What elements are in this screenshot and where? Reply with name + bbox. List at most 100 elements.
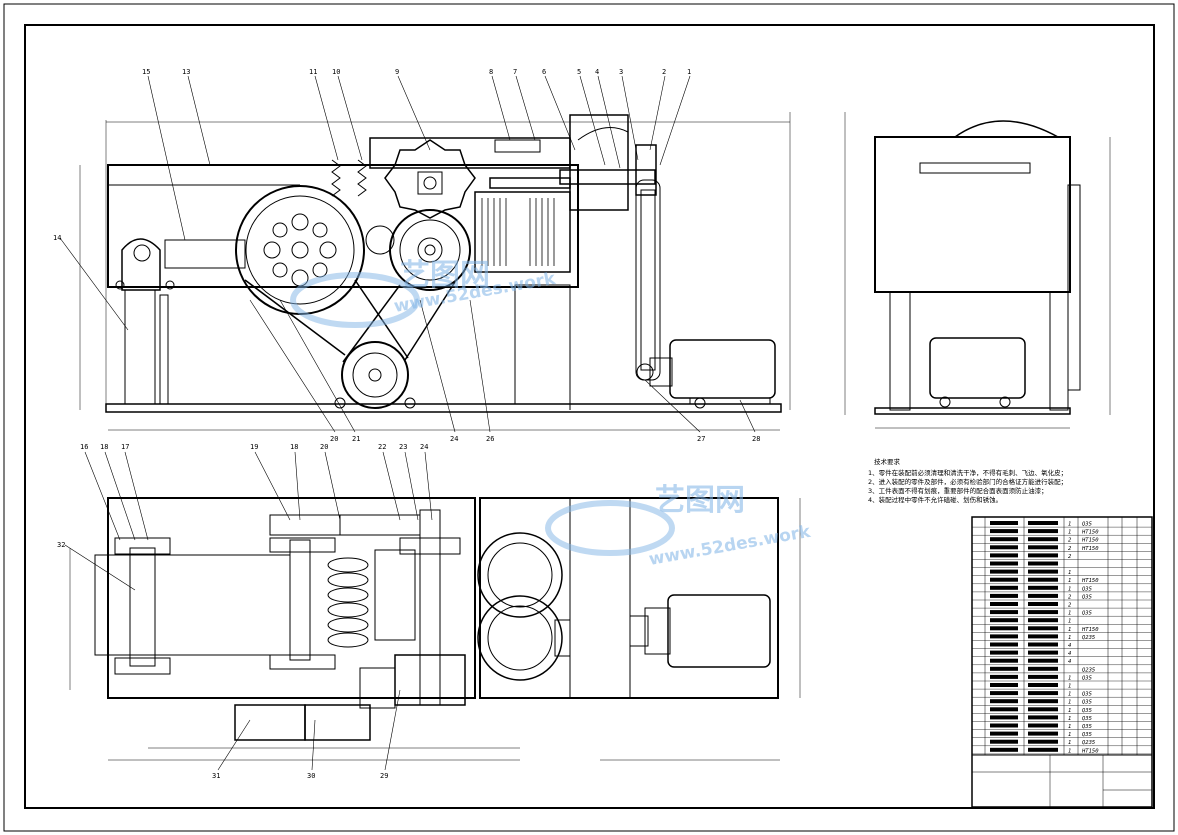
outer-frame — [3, 3, 1175, 832]
table-row-redacted — [1028, 537, 1058, 542]
table-cell-qty: 1 — [1068, 635, 1071, 641]
table-cell-material: HT150 — [1081, 748, 1099, 754]
table-cell-material: HT150 — [1081, 627, 1099, 633]
balloon-30: 30 — [307, 772, 315, 780]
table-row-redacted — [1028, 521, 1058, 525]
table-row-redacted — [990, 602, 1018, 606]
watermark-1: 艺图网 www.52des.work — [290, 258, 558, 328]
side-view — [844, 112, 1111, 429]
table-cell-qty: 1 — [1068, 578, 1071, 584]
table-cell-material: HT150 — [1081, 546, 1099, 552]
table-cell-qty: 4 — [1068, 643, 1071, 649]
table-cell-material: Q35 — [1082, 522, 1092, 528]
balloon-18b: 18 — [290, 443, 298, 451]
balloon-26: 26 — [486, 435, 494, 443]
table-cell-qty: 1 — [1068, 740, 1071, 746]
table-cell-qty: 1 — [1068, 732, 1071, 738]
table-cell-material: Q35 — [1082, 692, 1092, 698]
watermark-brand: 艺图网 — [400, 258, 490, 293]
table-cell-material: Q35 — [1082, 675, 1092, 681]
table-row-redacted — [990, 561, 1018, 566]
table-cell-qty: 2 — [1068, 538, 1072, 544]
table-row-redacted — [990, 707, 1018, 712]
tech-line: 3、工件表面不得有划痕，重要部件的配合面表面须防止油漆； — [868, 487, 1048, 495]
front-leaders — [59, 75, 756, 433]
table-row-redacted — [1028, 642, 1058, 647]
table-row-redacted — [990, 537, 1018, 542]
table-row-redacted — [1028, 707, 1058, 712]
table-row-redacted — [990, 626, 1018, 631]
table-row-redacted — [990, 593, 1018, 598]
balloon-22: 22 — [378, 443, 386, 451]
balloon-24: 24 — [450, 435, 458, 443]
table-cell-qty: 2 — [1068, 546, 1072, 552]
table-cell-material: HT150 — [1081, 578, 1099, 584]
balloon-8: 8 — [489, 68, 493, 76]
table-cell-qty: 4 — [1068, 651, 1071, 657]
balloon-2: 2 — [662, 68, 666, 76]
balloon-13: 13 — [182, 68, 190, 76]
balloon-15: 15 — [142, 68, 150, 76]
table-row-redacted — [1028, 650, 1058, 655]
front-view — [79, 112, 791, 431]
table-row-redacted — [990, 577, 1018, 582]
table-cell-qty: 1 — [1068, 627, 1071, 633]
table-row-redacted — [990, 521, 1018, 525]
inner-frame — [24, 24, 1155, 809]
watermark-globe-icon — [290, 272, 420, 328]
table-cell-material: Q35 — [1082, 732, 1092, 738]
tech-line: 1、零件在装配前必须清理和清洗干净，不得有毛刺、飞边、氧化皮； — [868, 469, 1068, 477]
table-row-redacted — [990, 642, 1018, 647]
table-row-redacted — [990, 715, 1018, 720]
table-cell-material: Q35 — [1082, 700, 1092, 706]
plan-leaders — [64, 451, 433, 771]
table-row-redacted — [990, 618, 1018, 623]
table-row-redacted — [990, 747, 1018, 752]
tech-line: 2、进入装配的零件及部件，必须有检验部门的合格证方能进行装配； — [868, 478, 1068, 486]
balloon-32: 32 — [57, 541, 65, 549]
table-row-redacted — [990, 674, 1018, 679]
table-row-redacted — [1028, 626, 1058, 631]
balloon-14: 14 — [53, 234, 61, 242]
watermark-2: 艺图网 www.52des.work — [545, 483, 813, 570]
parts-list-table — [971, 516, 1153, 808]
balloon-28: 28 — [752, 435, 760, 443]
balloon-11: 11 — [309, 68, 317, 76]
table-cell-material: Q35 — [1082, 586, 1092, 592]
table-row-redacted — [990, 585, 1018, 590]
table-cell-material: Q235 — [1082, 740, 1095, 746]
table-row-redacted — [1028, 747, 1058, 752]
table-row-redacted — [1028, 699, 1058, 704]
table-row-redacted — [1028, 658, 1058, 663]
table-row-redacted — [1028, 683, 1058, 687]
table-row-redacted — [1028, 666, 1058, 671]
table-row-redacted — [1028, 691, 1058, 696]
table-row-redacted — [990, 739, 1018, 744]
table-cell-qty: 1 — [1068, 748, 1071, 754]
tech-title: 技术要求 — [874, 458, 900, 466]
table-row-redacted — [1028, 602, 1058, 606]
table-cell-material: Q235 — [1082, 635, 1095, 641]
table-row-redacted — [990, 553, 1018, 558]
table-cell-material: Q35 — [1082, 611, 1092, 617]
balloon-29: 29 — [380, 772, 388, 780]
balloon-23: 23 — [399, 443, 407, 451]
balloon-labels: 15 13 11 10 9 8 7 6 5 4 3 2 1 14 20 21 2… — [53, 68, 760, 780]
table-cell-qty: 1 — [1068, 570, 1071, 576]
tech-line: 4、装配过程中零件不允许磕碰、划伤和锈蚀。 — [868, 496, 1003, 504]
balloon-31: 31 — [212, 772, 220, 780]
table-row-redacted — [990, 731, 1018, 736]
table-row-redacted — [1028, 577, 1058, 582]
balloon-10: 10 — [332, 68, 340, 76]
table-cell-qty: 1 — [1068, 724, 1071, 730]
table-row-redacted — [990, 699, 1018, 704]
table-cell-material: HT150 — [1081, 530, 1099, 536]
table-row-redacted — [990, 634, 1018, 639]
table-cell-material: Q235 — [1082, 667, 1095, 673]
table-row-redacted — [1028, 674, 1058, 679]
table-row-redacted — [1028, 545, 1058, 550]
table-cell-qty: 2 — [1068, 603, 1072, 609]
balloon-16: 16 — [80, 443, 88, 451]
